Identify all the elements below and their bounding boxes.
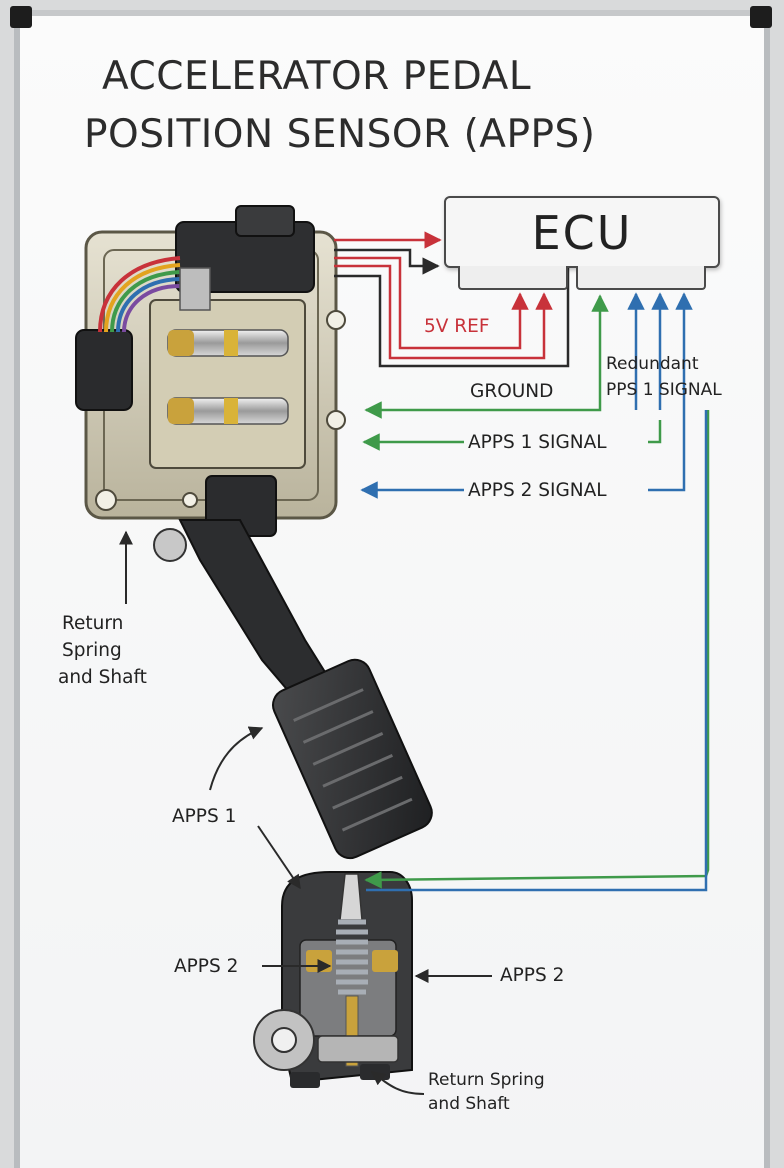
- label-apps1: APPS 1: [172, 806, 237, 827]
- board-corner-left: [10, 6, 32, 28]
- label-return-spring-line-1: Return: [62, 613, 124, 634]
- accelerator-pedal: [153, 475, 433, 860]
- label-pps1-signal: PPS 1 SIGNAL: [606, 380, 722, 400]
- ecu-connector-right: [576, 266, 706, 290]
- sensor-module: [75, 205, 346, 520]
- ecu-label: ECU: [531, 206, 633, 260]
- label-return-spring-line-2: Spring: [62, 640, 122, 661]
- label-apps2-left: APPS 2: [174, 956, 239, 977]
- title-line-2: POSITION SENSOR (APPS): [84, 112, 596, 157]
- label-ground: GROUND: [470, 381, 554, 402]
- callouts: [119, 530, 492, 1095]
- label-return-spring-line-3: and Shaft: [58, 667, 147, 688]
- ecu-connector-left: [458, 266, 568, 290]
- label-apps2-right: APPS 2: [500, 965, 565, 986]
- label-return-spring-shaft-line-1: Return Spring: [428, 1070, 545, 1090]
- cutaway-sensor: [253, 871, 413, 1088]
- diagram-title: ACCELERATOR PEDAL POSITION SENSOR (APPS): [84, 48, 596, 164]
- label-return-spring-shaft-line-2: and Shaft: [428, 1094, 510, 1114]
- label-5v-ref: 5V REF: [424, 316, 490, 337]
- label-apps1-signal: APPS 1 SIGNAL: [468, 432, 607, 453]
- title-line-1: ACCELERATOR PEDAL: [102, 54, 532, 99]
- board-corner-right: [750, 6, 772, 28]
- wiring: [334, 231, 710, 892]
- label-redundant: Redundant: [606, 354, 699, 374]
- ecu-box: ECU: [444, 196, 720, 268]
- label-apps2-signal: APPS 2 SIGNAL: [468, 480, 607, 501]
